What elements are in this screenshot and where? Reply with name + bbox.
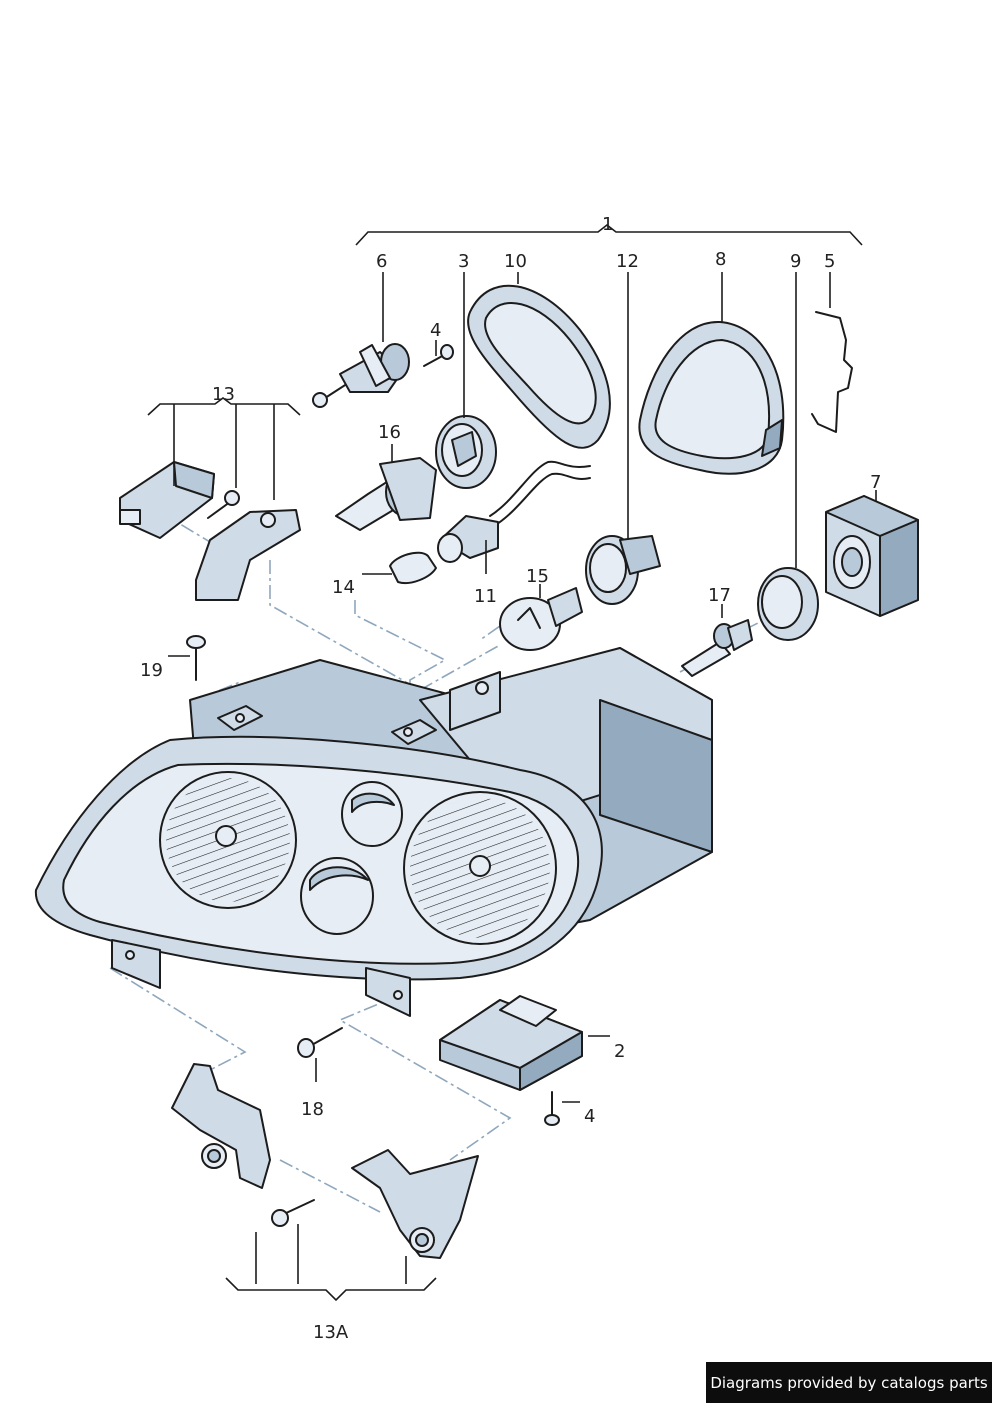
label-7: 7 [870,472,881,493]
label-8: 8 [715,249,726,270]
label-13a: 13A [313,1322,349,1343]
part-13a-bracket-left [171,1063,271,1189]
part-13-bracket [195,509,301,601]
part-17-bulb [681,619,753,677]
headlight-housing [34,647,713,1017]
part-18-screw [297,1027,343,1058]
part-15-bulb [499,587,583,651]
part-8-seal [638,320,785,475]
part-14-bulb [389,551,437,584]
part-2-control-unit [439,995,583,1091]
part-6-adjuster [312,343,410,408]
attribution-footer: Diagrams provided by catalogs parts [706,1362,992,1403]
label-19: 19 [140,660,163,681]
label-3: 3 [458,251,469,272]
label-4-bottom: 4 [584,1106,595,1127]
part-10-seal [467,284,611,449]
label-5: 5 [824,251,835,272]
part-4-screw-lower [544,1091,560,1126]
part-11-socket [437,460,591,563]
part-labels: 1 6 3 10 12 8 9 5 4 13 16 7 15 14 17 11 … [140,214,881,1343]
part-13-screw [207,490,240,519]
part-5-clip [811,311,853,433]
label-6: 6 [376,251,387,272]
part-4-screw [423,344,454,367]
label-12: 12 [616,251,639,272]
label-11: 11 [474,586,497,607]
group-bracket-13a [225,1277,437,1302]
part-3-cap [435,415,497,489]
label-18: 18 [301,1099,324,1120]
part-16-bulb [335,457,437,531]
label-14: 14 [332,577,355,598]
label-10: 10 [504,251,527,272]
part-9-cap [757,567,819,641]
part-19-screw [186,635,206,681]
label-1: 1 [602,214,613,235]
label-16: 16 [378,422,401,443]
part-13-motor [119,461,215,539]
leader-lines [168,272,877,1284]
attribution-text: Diagrams provided by catalogs parts [710,1373,988,1392]
label-13: 13 [212,384,235,405]
label-17: 17 [708,585,731,606]
group-bracket-1 [355,223,863,246]
part-12-holder [585,535,661,605]
part-13a-bracket-right [351,1149,479,1259]
group-bracket-13 [147,397,301,416]
label-2: 2 [614,1041,625,1062]
part-7-module [825,495,919,617]
label-15: 15 [526,566,549,587]
part-13a-screw [271,1199,315,1227]
label-9: 9 [790,251,801,272]
label-4-top: 4 [430,320,441,341]
